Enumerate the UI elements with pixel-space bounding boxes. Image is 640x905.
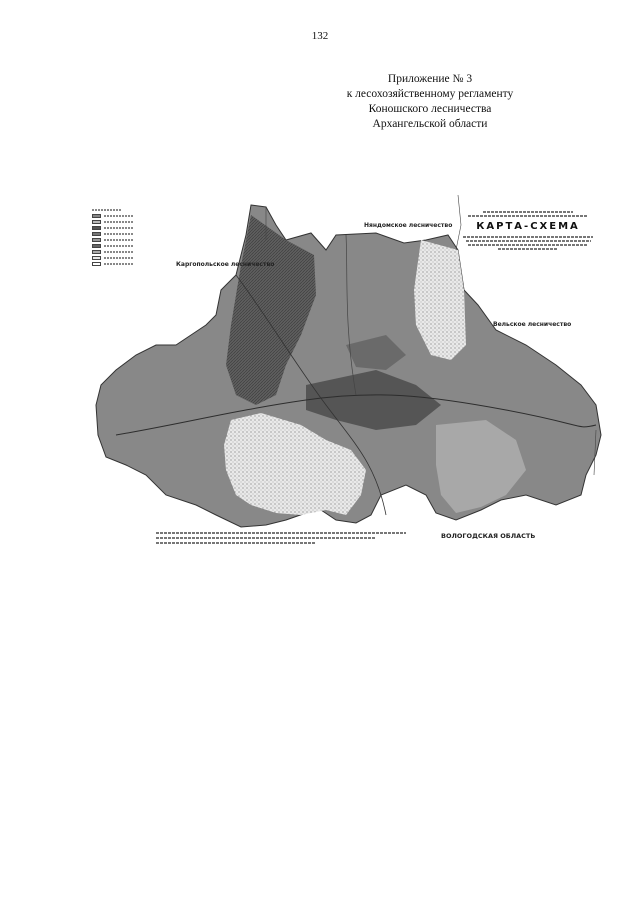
legend-row [92, 213, 162, 219]
appendix-line-2: к лесохозяйственному регламенту [346, 88, 514, 100]
legend [92, 209, 162, 267]
forestry-map: КАРТА-СХЕМА Каргопольское лесничество Ня… [86, 195, 606, 550]
map-note [156, 529, 406, 547]
legend-row [92, 255, 162, 261]
legend-row [92, 237, 162, 243]
label-nyandoma: Няндомское лесничество [364, 222, 453, 229]
label-vologda: ВОЛОГОДСКАЯ ОБЛАСТЬ [441, 532, 536, 540]
legend-row [92, 261, 162, 267]
legend-row [92, 225, 162, 231]
label-kargopol: Каргопольское лесничество [176, 261, 275, 268]
map-title-block: КАРТА-СХЕМА [458, 209, 598, 252]
page-number: 132 [311, 30, 329, 42]
appendix-line-1: Приложение № 3 [387, 73, 473, 85]
appendix-line-3: Коношского лесничества [368, 103, 492, 115]
legend-row [92, 243, 162, 249]
legend-row [92, 219, 162, 225]
appendix-header: Приложение № 3 к лесохозяйственному регл… [330, 72, 530, 132]
appendix-line-4: Архангельской области [372, 118, 488, 130]
legend-row [92, 231, 162, 237]
light-zone-south [224, 413, 366, 515]
light-zone-east [414, 240, 466, 360]
label-velsk: Вельское лесничество [493, 321, 572, 328]
map-title: КАРТА-СХЕМА [476, 221, 580, 232]
legend-row [92, 249, 162, 255]
map-graphic [95, 195, 602, 528]
